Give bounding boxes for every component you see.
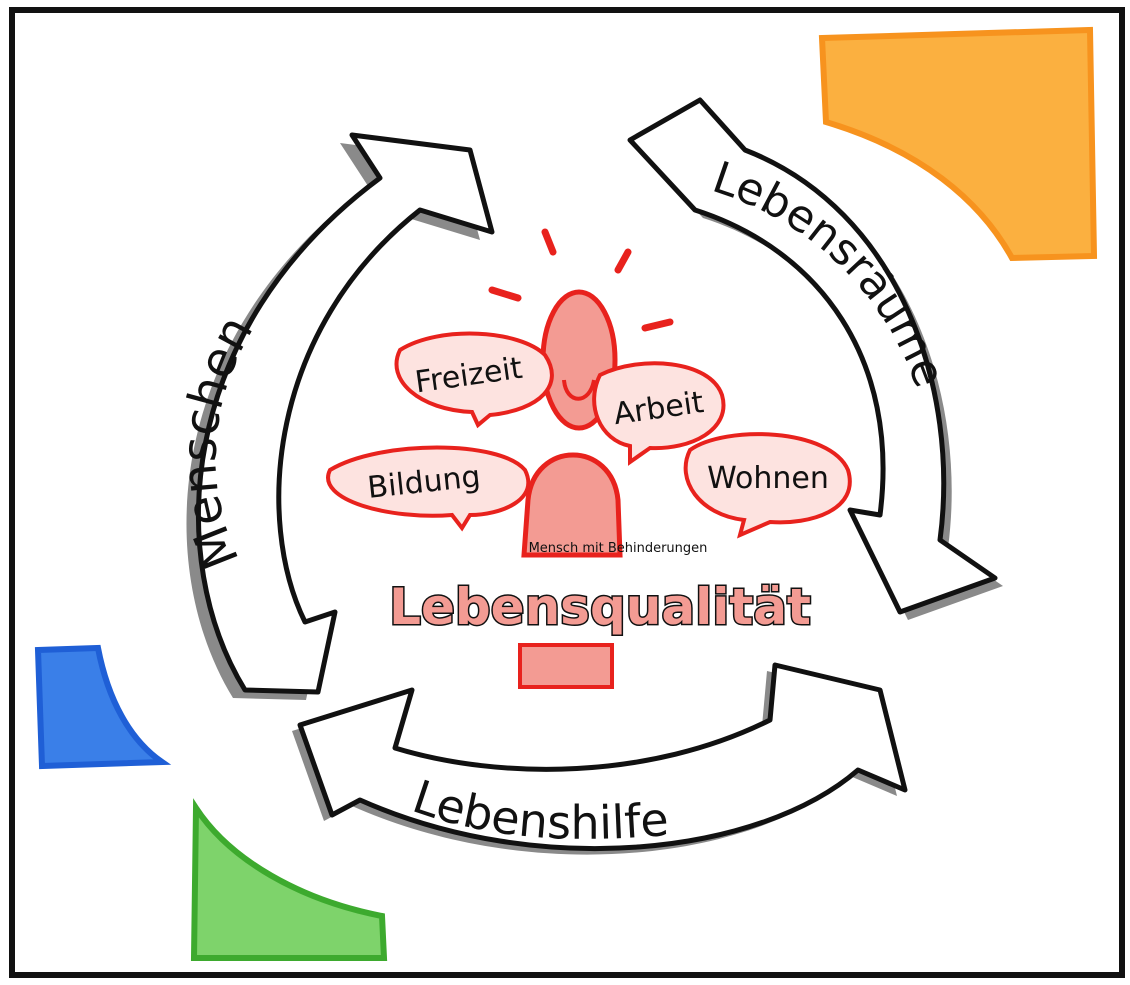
arrow-lebenshilfe — [292, 662, 908, 855]
person-legs — [518, 643, 614, 689]
bubble-bildung: Bildung — [326, 445, 531, 532]
spark-rays — [488, 228, 674, 332]
bubble-wohnen: Wohnen — [683, 432, 852, 539]
arrow-menschen — [186, 132, 495, 700]
person-body — [521, 452, 623, 558]
person-smile — [562, 379, 596, 401]
center-title: Lebensqualität — [389, 578, 811, 636]
blue-corner-shape — [34, 644, 172, 770]
bubble-arbeit: Arbeit — [592, 361, 726, 466]
orange-corner-shape — [818, 26, 1098, 262]
bubble-label-wohnen: Wohnen — [707, 461, 829, 496]
green-corner-shape — [190, 798, 388, 961]
frame-border — [9, 7, 1125, 978]
person-caption: Mensch mit Behinderungen — [529, 541, 708, 556]
arrow-lebensraeume — [627, 97, 1003, 620]
bubble-freizeit: Freizeit — [394, 331, 554, 429]
